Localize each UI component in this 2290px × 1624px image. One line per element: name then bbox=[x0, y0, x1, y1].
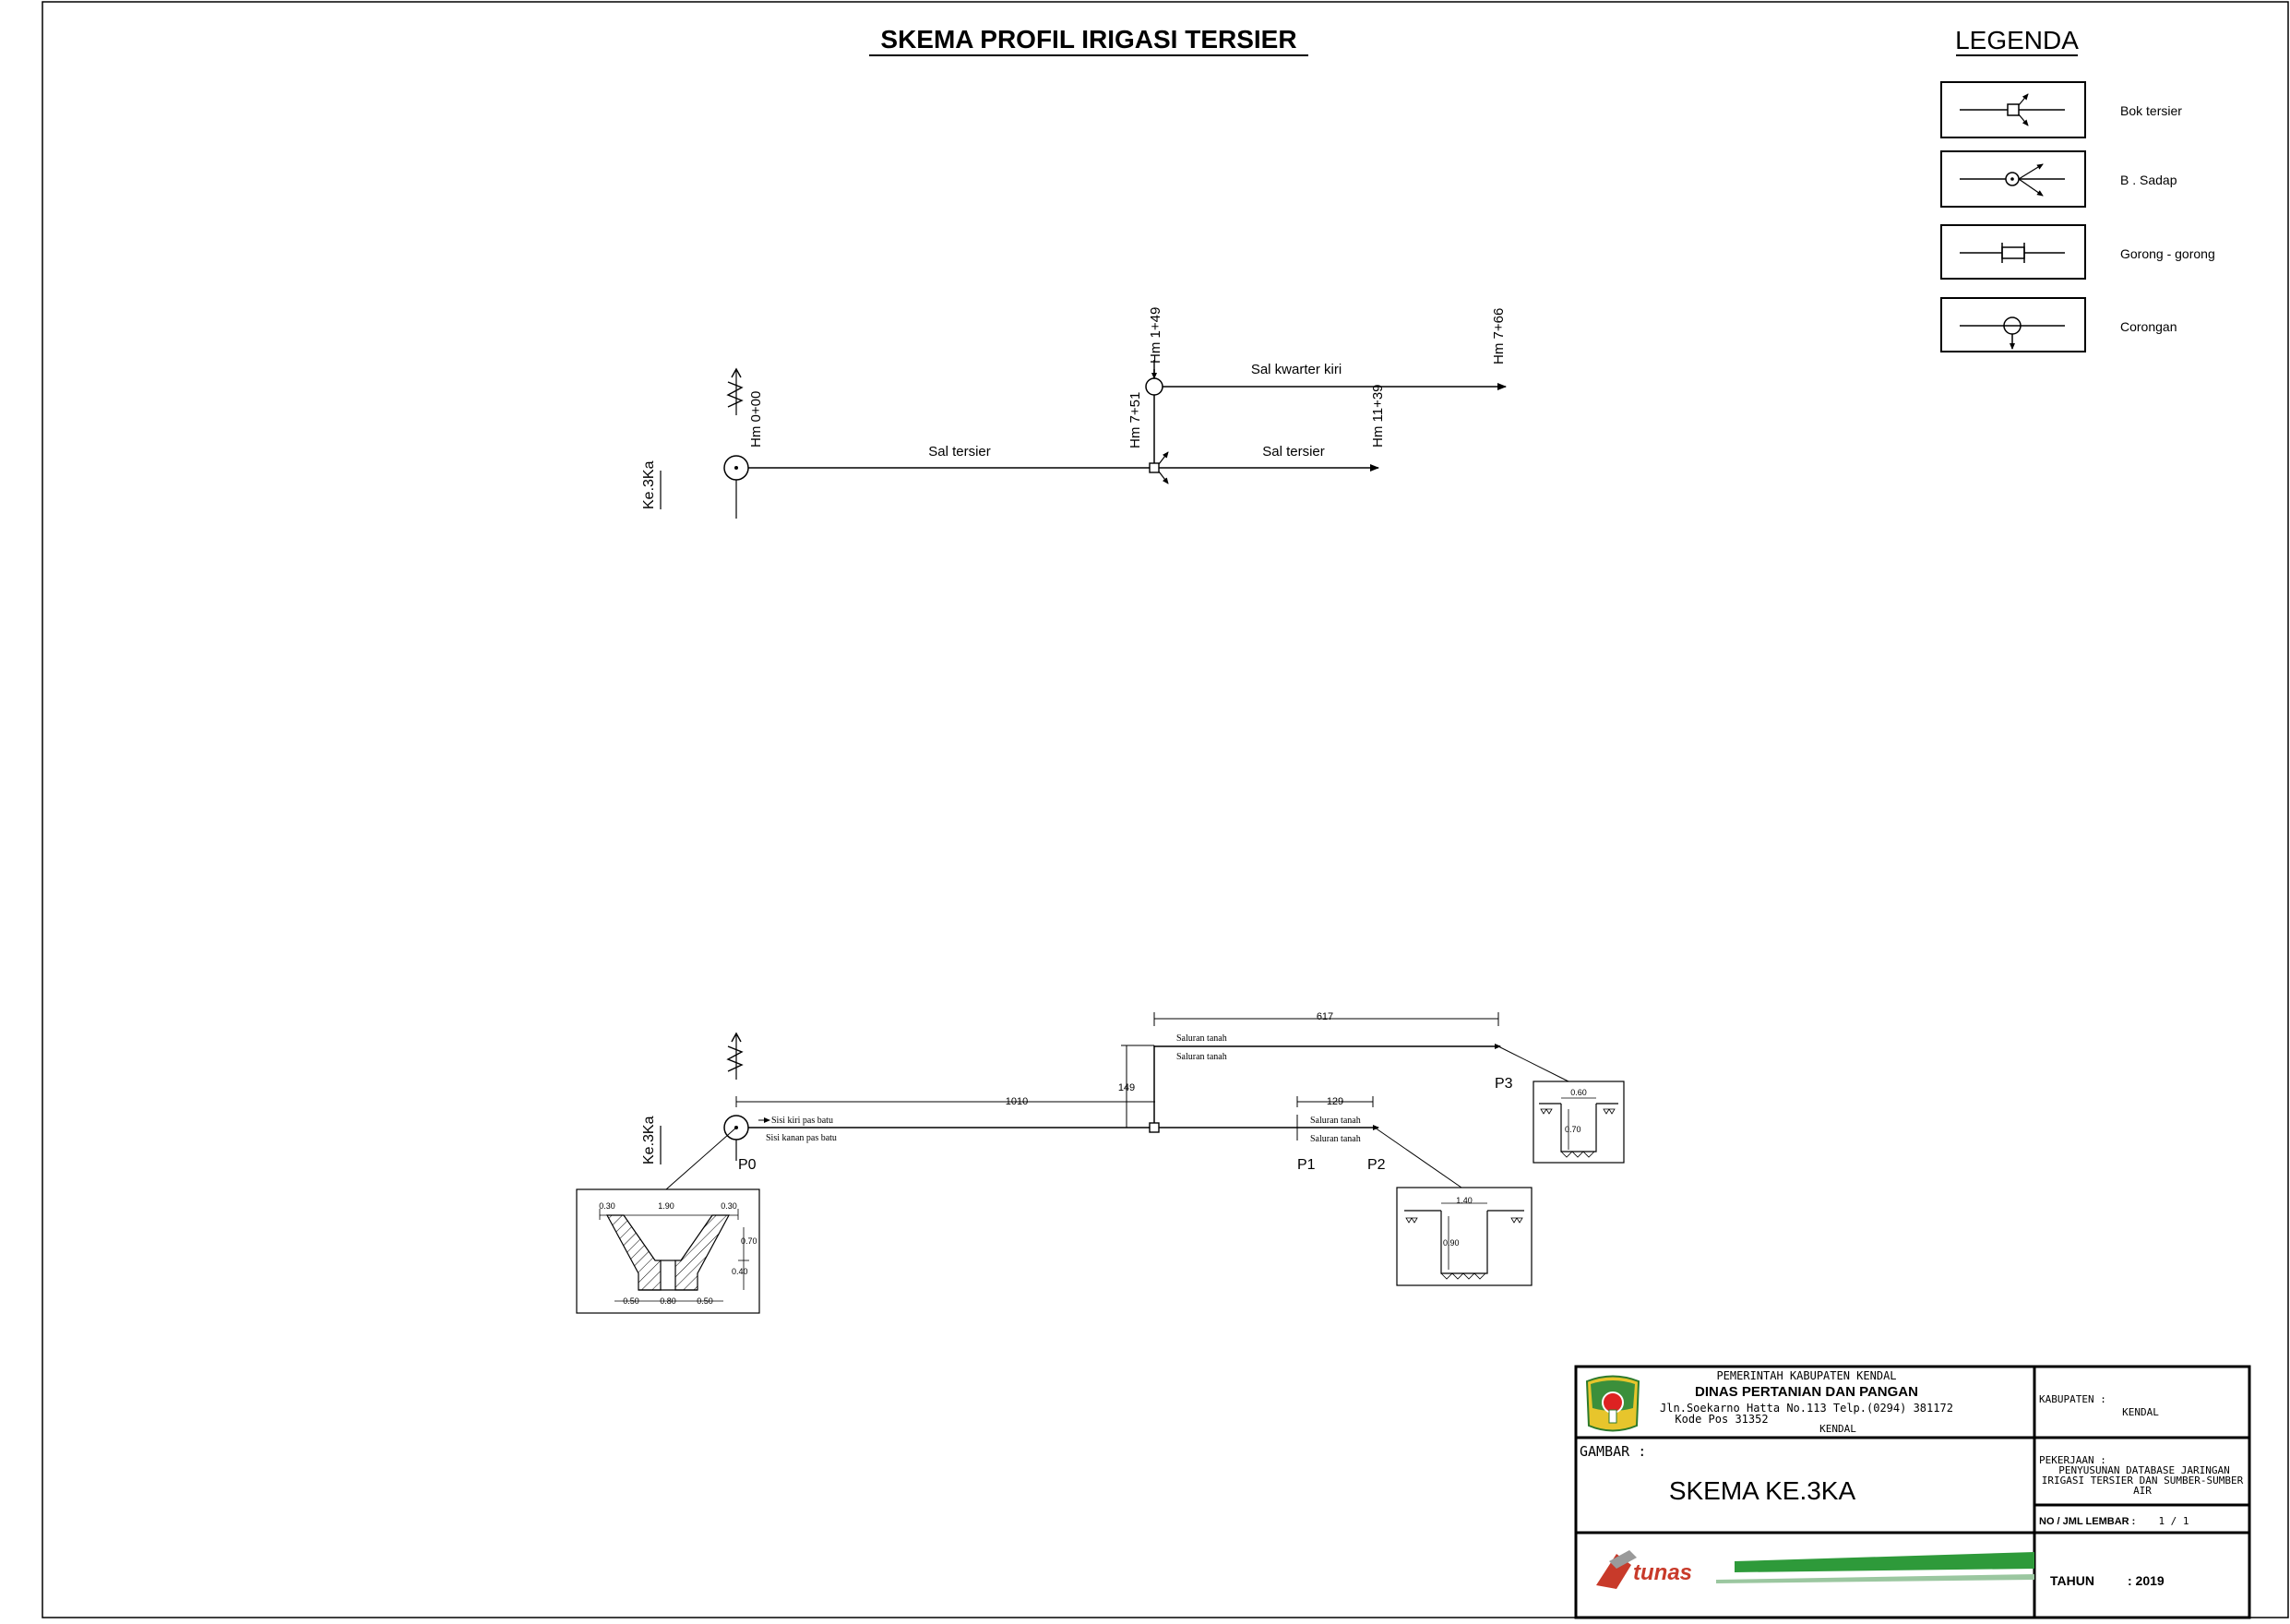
bok-tersier-icon bbox=[1960, 93, 2065, 126]
dimension-label: 0.30 bbox=[599, 1201, 615, 1211]
cross-section-p0: 0.30 1.90 0.30 0.70 0.40 0.50 0.80 0.50 bbox=[576, 1188, 760, 1314]
longitudinal-profile: Ke.3Ka P0 1010 Sisi kiri pas batu Sisi k… bbox=[576, 1011, 1625, 1314]
cross-section-p3: 0.60 0.70 bbox=[1533, 1081, 1625, 1164]
station-label: Hm 1+49 bbox=[1148, 307, 1163, 364]
dimension-label: 0.90 bbox=[1443, 1238, 1460, 1248]
legend-label: Gorong - gorong bbox=[2120, 246, 2215, 261]
tertiary-schema: Ke.3Ka Hm 0+00 Sal tersier Hm 1+49 Hm 7+… bbox=[641, 307, 1507, 519]
legend-title: LEGENDA bbox=[1955, 26, 2079, 54]
bank-label: Sisi kiri pas batu bbox=[771, 1116, 833, 1126]
tahun-value: : 2019 bbox=[2128, 1573, 2165, 1588]
company-logo: tunas bbox=[1580, 1537, 2034, 1614]
dimension-label: 149 bbox=[1118, 1082, 1135, 1093]
pekerjaan-label: PEKERJAAN : bbox=[2039, 1454, 2106, 1466]
station-label: Hm 7+51 bbox=[1127, 392, 1143, 448]
legend-item-b-sadap: B . Sadap bbox=[1940, 150, 2177, 208]
org-name: DINAS PERTANIAN DAN PANGAN bbox=[1695, 1384, 1918, 1400]
drawing-title: SKEMA PROFIL IRIGASI TERSIER bbox=[869, 25, 1308, 56]
channel-label: Sal tersier bbox=[928, 444, 991, 460]
sheet-border bbox=[42, 1, 2289, 1618]
channel-label: Sal tersier bbox=[1262, 444, 1325, 460]
legend-item-corongan: Corongan bbox=[1940, 297, 2177, 352]
legend-item-bok-tersier: Bok tersier bbox=[1940, 81, 2182, 138]
dimension-label: 0.30 bbox=[721, 1201, 737, 1211]
kabupaten-kendal-logo bbox=[1585, 1375, 1640, 1432]
source-label: Ke.3Ka bbox=[641, 460, 657, 509]
cross-section-p2: 1.40 0.90 bbox=[1396, 1187, 1533, 1286]
station-label: Hm 7+66 bbox=[1491, 308, 1507, 364]
station-label: Hm 11+39 bbox=[1370, 384, 1386, 448]
dimension-label: 1.90 bbox=[658, 1201, 674, 1211]
company-name: tunas bbox=[1633, 1560, 1692, 1585]
title-text: SKEMA PROFIL IRIGASI TERSIER bbox=[880, 25, 1296, 54]
gambar-value: SKEMA KE.3KA bbox=[1669, 1476, 1856, 1505]
dimension-label: 0.70 bbox=[1565, 1125, 1581, 1134]
lembar-value: 1 / 1 bbox=[2158, 1515, 2189, 1527]
source-label: Ke.3Ka bbox=[641, 1116, 657, 1164]
dimension-label: 1010 bbox=[1006, 1096, 1028, 1107]
legend-label: Corongan bbox=[2120, 319, 2177, 334]
point-label: P1 bbox=[1297, 1157, 1316, 1173]
pekerjaan-line: IRIGASI TERSIER DAN SUMBER-SUMBER bbox=[2042, 1475, 2244, 1487]
corongan-icon bbox=[1960, 316, 2065, 350]
legend-label: B . Sadap bbox=[2120, 173, 2177, 187]
gorong-gorong-icon bbox=[1960, 243, 2065, 263]
intake-zigzag-icon bbox=[726, 367, 744, 415]
dimension-label: 0.70 bbox=[741, 1236, 757, 1246]
dimension-label: 0.40 bbox=[732, 1267, 748, 1276]
gambar-label: GAMBAR : bbox=[1580, 1443, 1646, 1460]
org-postal: Kode Pos 31352 bbox=[1675, 1413, 1768, 1426]
kabupaten-value: KENDAL bbox=[2122, 1406, 2159, 1418]
channel-label: Sal kwarter kiri bbox=[1251, 362, 1342, 377]
dimension-label: 1.40 bbox=[1456, 1196, 1473, 1205]
kabupaten-label: KABUPATEN : bbox=[2039, 1393, 2106, 1405]
dimension-label: 617 bbox=[1317, 1011, 1333, 1022]
b-sadap-icon bbox=[1960, 163, 2065, 197]
channel-label: Saluran tanah bbox=[1176, 1052, 1227, 1062]
legend: LEGENDA Bok tersier B . Sadap bbox=[1940, 26, 2215, 352]
corongan-node-icon bbox=[1145, 377, 1163, 396]
pekerjaan-line: PENYUSUNAN DATABASE JARINGAN bbox=[2058, 1464, 2229, 1476]
channel-label: Saluran tanah bbox=[1310, 1116, 1361, 1126]
legend-label: Bok tersier bbox=[2120, 103, 2182, 118]
org-line: PEMERINTAH KABUPATEN KENDAL bbox=[1716, 1369, 1896, 1382]
pekerjaan-line: AIR bbox=[2133, 1485, 2152, 1497]
dimension-label: 129 bbox=[1327, 1096, 1343, 1107]
dimension-label: 0.60 bbox=[1570, 1088, 1587, 1097]
lembar-label: NO / JML LEMBAR : bbox=[2039, 1516, 2135, 1527]
point-label: P0 bbox=[738, 1157, 757, 1173]
dimension-label: 0.50 bbox=[623, 1296, 639, 1306]
legend-item-gorong-gorong: Gorong - gorong bbox=[1940, 224, 2215, 280]
channel-label: Saluran tanah bbox=[1176, 1033, 1227, 1044]
intake-zigzag-icon bbox=[726, 1032, 744, 1080]
point-label: P3 bbox=[1495, 1076, 1513, 1092]
dimension-label: 0.80 bbox=[660, 1296, 676, 1306]
org-city: KENDAL bbox=[1819, 1423, 1856, 1435]
dimension-label: 0.50 bbox=[697, 1296, 713, 1306]
bank-label: Sisi kanan pas batu bbox=[766, 1133, 837, 1143]
bok-tersier-node-icon bbox=[1149, 1122, 1160, 1133]
org-address: Jln.Soekarno Hatta No.113 Telp.(0294) 38… bbox=[1660, 1402, 1953, 1415]
channel-label: Saluran tanah bbox=[1310, 1134, 1361, 1144]
tahun-label: TAHUN bbox=[2050, 1573, 2094, 1588]
point-label: P2 bbox=[1367, 1157, 1386, 1173]
title-block: PEMERINTAH KABUPATEN KENDAL DINAS PERTAN… bbox=[1574, 1365, 2251, 1619]
station-label: Hm 0+00 bbox=[748, 391, 764, 448]
